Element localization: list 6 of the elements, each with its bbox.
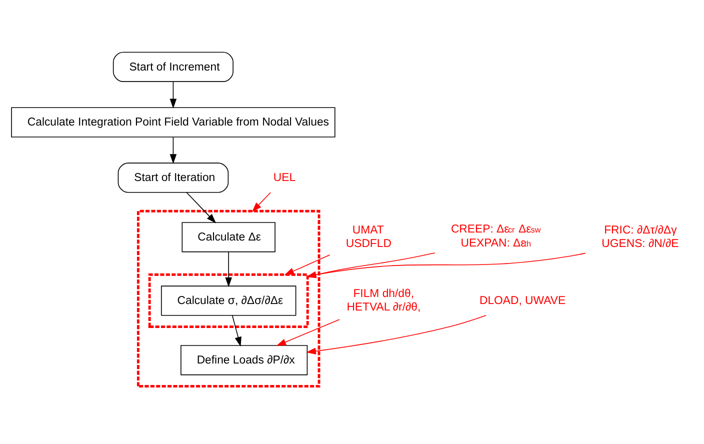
node-text: UMAT USDFLD [346, 224, 392, 250]
node-text: UEL [273, 172, 296, 184]
node-text: DLOAD, UWAVE [479, 294, 566, 307]
node-text: FRIC: ∂Δτ/∂Δγ UGENS: ∂N/∂E [602, 224, 679, 250]
node-text: FILM dh/dθ, HETVAL ∂r/∂θ, [346, 287, 421, 314]
node-text: CREEP: Δεcr Δεsw UEXPAN: Δεth [450, 222, 541, 249]
